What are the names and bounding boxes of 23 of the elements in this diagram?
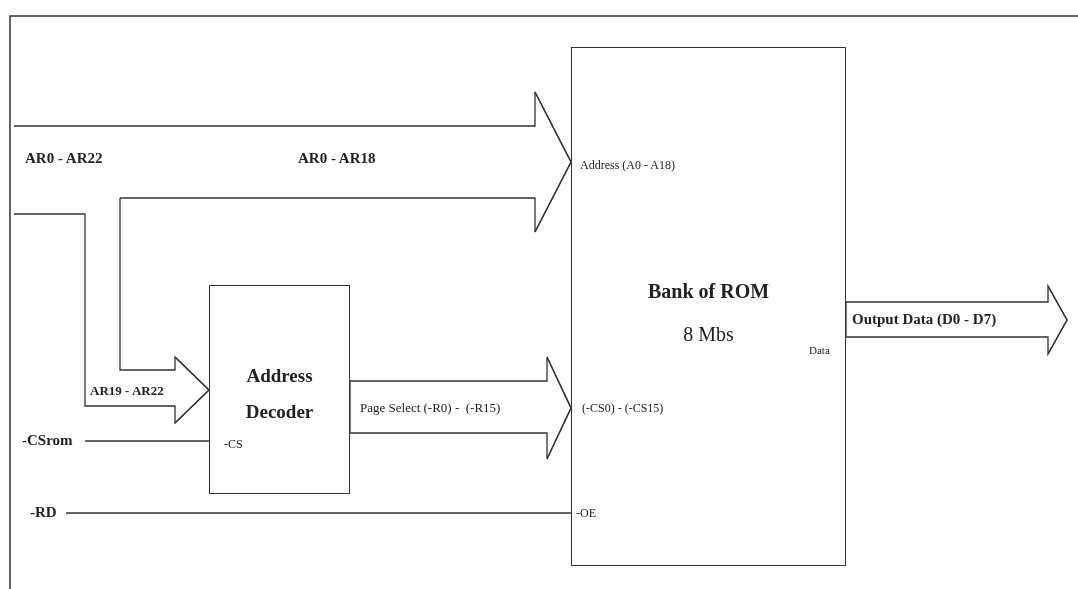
block-box [209, 285, 350, 494]
pin-label: Address (A0 - A18) [580, 159, 675, 173]
block-title: Bank of ROM [646, 280, 771, 303]
pin-label: -OE [576, 507, 596, 521]
pin-label: Data [809, 344, 830, 357]
bus-label: AR0 - AR22 [25, 150, 103, 167]
edge-label: AR0 - AR18 [298, 150, 376, 167]
bus-arrow [13, 91, 572, 233]
bus-arrow [13, 197, 210, 425]
pin-label: (-CS0) - (-CS15) [582, 402, 664, 416]
pin-label: -CS [224, 438, 243, 452]
bus-arrow [845, 283, 1068, 357]
block-title: Address Decoder [244, 364, 315, 425]
block-box [571, 47, 846, 566]
signal-line [84, 440, 210, 442]
edge-label: Page Select (-R0) - (-R15) [360, 401, 501, 416]
signal-label: -CSrom [22, 432, 85, 451]
bus-arrow [349, 356, 572, 460]
edge-label: Output Data (D0 - D7) [852, 311, 997, 328]
signal-line [65, 512, 572, 514]
block-subtitle: 8 Mbs [682, 323, 735, 346]
edge-label: AR19 - AR22 [90, 384, 164, 399]
signal-label: -RD [30, 504, 66, 523]
